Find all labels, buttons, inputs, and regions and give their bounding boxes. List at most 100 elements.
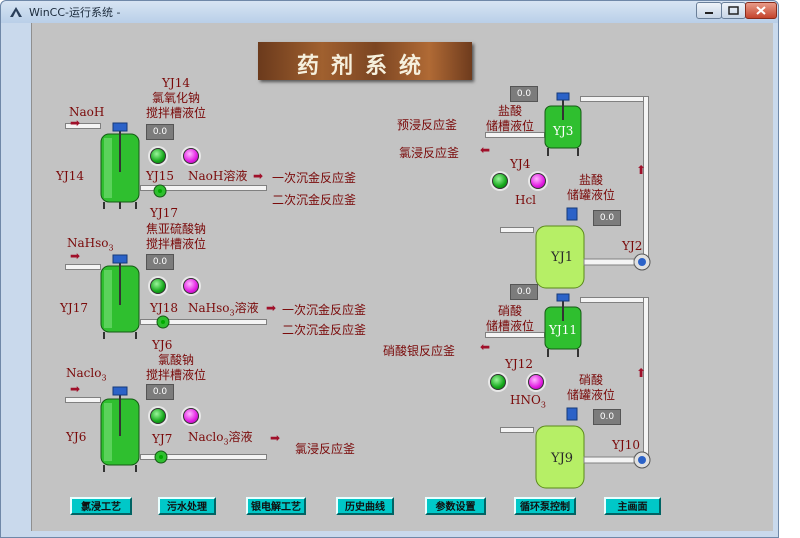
tank-yj14-label: YJ14 bbox=[56, 169, 85, 183]
naclo3-tank-title-1: 氯酸钠 bbox=[157, 353, 194, 367]
nav-circulation-pump-button[interactable]: 循环泵控制 bbox=[514, 497, 576, 515]
pump-yj18 bbox=[156, 315, 170, 329]
hno3-run-indicator[interactable] bbox=[490, 374, 506, 390]
hno3-tank-yj11-label: YJ11 bbox=[549, 323, 578, 337]
hcl-top-level-value: 0.0 bbox=[510, 86, 538, 102]
nahso3-out-arrow-icon: ➡ bbox=[266, 301, 277, 315]
nahso3-tank-title-1: 焦亚硫酸钠 bbox=[145, 222, 206, 236]
hcl-storage-tank-yj1 bbox=[535, 207, 585, 289]
minimize-icon bbox=[705, 12, 713, 14]
pump-yj4-label: YJ4 bbox=[510, 157, 531, 171]
naoh-level-value: 0.0 bbox=[146, 124, 174, 140]
hno3-store-title-2: 储罐液位 bbox=[566, 388, 615, 402]
pump-yj7-label: YJ7 bbox=[152, 432, 173, 446]
naclo3-inlet-arrow-icon: ➡ bbox=[70, 382, 81, 396]
nav-wastewater-button[interactable]: 污水处理 bbox=[158, 497, 216, 515]
hcl-tank-title-1: 盐酸 bbox=[497, 104, 522, 118]
hcl-stop-indicator[interactable] bbox=[530, 173, 546, 189]
circulation-pump-yj2 bbox=[583, 253, 651, 271]
hno3-store-level-value: 0.0 bbox=[593, 409, 621, 425]
pump-yj15-label: YJ15 bbox=[146, 169, 175, 183]
hno3-storage-tank-yj9 bbox=[535, 407, 585, 489]
naclo3-solution-label: Naclo3溶液 bbox=[188, 430, 253, 447]
nahso3-solution-label: NaHso3溶液 bbox=[188, 301, 259, 318]
hno3-tank-title-2: 储槽液位 bbox=[485, 319, 534, 333]
nahso3-inlet-label: NaHso3 bbox=[67, 236, 114, 253]
naoh-tank-title-1: 氯氧化钠 bbox=[151, 91, 200, 105]
pump-yj10-label: YJ10 bbox=[612, 438, 641, 452]
hno3-dest-silver: 硝酸银反应釜 bbox=[383, 344, 456, 358]
nahso3-stop-indicator[interactable] bbox=[183, 278, 199, 294]
system-title-banner: 药剂系统 bbox=[258, 42, 472, 80]
title-bar: WinCC-运行系统 - bbox=[1, 1, 778, 23]
pump-yj17-label: YJ17 bbox=[150, 206, 179, 220]
hcl-tank-yj3-label: YJ3 bbox=[553, 124, 574, 138]
naclo3-dest-1: 氯浸反应釜 bbox=[295, 442, 356, 456]
hcl-store-title-2: 储罐液位 bbox=[566, 188, 615, 202]
naclo3-run-indicator[interactable] bbox=[150, 408, 166, 424]
close-button[interactable] bbox=[745, 2, 777, 19]
naclo3-out-arrow-icon: ➡ bbox=[270, 431, 281, 445]
hcl-dest-chlorination: 氯浸反应釜 bbox=[399, 146, 460, 160]
hno3-return-arrow-icon: ⬆ bbox=[636, 366, 647, 380]
pump-yj7 bbox=[154, 450, 168, 464]
hno3-tank-title-1: 硝酸 bbox=[497, 304, 522, 318]
naoh-dest-1: 一次沉金反应釜 bbox=[272, 171, 357, 185]
hcl-chem-label: Hcl bbox=[515, 193, 537, 207]
naoh-dest-2: 二次沉金反应釜 bbox=[272, 193, 357, 207]
naclo3-inlet-label: Naclo3 bbox=[66, 366, 107, 383]
hno3-store-yj9-label: YJ9 bbox=[551, 451, 574, 466]
maximize-icon bbox=[728, 6, 739, 15]
nav-silver-electrolysis-button[interactable]: 银电解工艺 bbox=[246, 497, 306, 515]
naclo3-stop-indicator[interactable] bbox=[183, 408, 199, 424]
pump-yj17 bbox=[153, 184, 167, 198]
mixing-tank-yj14 bbox=[100, 122, 140, 209]
nav-main-screen-button[interactable]: 主画面 bbox=[604, 497, 661, 515]
window-title: WinCC-运行系统 - bbox=[29, 6, 121, 19]
pipe-hcl-store-inlet bbox=[500, 227, 534, 233]
naoh-out-arrow-icon: ➡ bbox=[253, 169, 264, 183]
hno3-stop-indicator[interactable] bbox=[528, 374, 544, 390]
pump-yj6-label: YJ6 bbox=[152, 338, 173, 352]
nahso3-dest-2: 二次沉金反应釜 bbox=[282, 323, 367, 337]
hno3-top-level-value: 0.0 bbox=[510, 284, 538, 300]
mixing-tank-yj17 bbox=[100, 254, 140, 339]
nahso3-dest-1: 一次沉金反应釜 bbox=[282, 303, 367, 317]
tank-yj6-label: YJ6 bbox=[66, 430, 87, 444]
naoh-solution-label: NaoH溶液 bbox=[188, 169, 248, 183]
hcl-out-arrow-icon: ⬅ bbox=[480, 143, 491, 157]
hcl-run-indicator[interactable] bbox=[492, 173, 508, 189]
naoh-run-indicator[interactable] bbox=[150, 148, 166, 164]
naoh-stop-indicator[interactable] bbox=[183, 148, 199, 164]
nav-history-trend-button[interactable]: 历史曲线 bbox=[336, 497, 394, 515]
hcl-day-tank-yj3 bbox=[544, 92, 582, 156]
hcl-store-yj1-label: YJ1 bbox=[551, 250, 574, 265]
naoh-inlet-label: NaoH bbox=[69, 105, 105, 119]
nav-parameters-button[interactable]: 参数设置 bbox=[425, 497, 486, 515]
pump-yj2-label: YJ2 bbox=[622, 239, 643, 253]
nahso3-inlet-arrow-icon: ➡ bbox=[70, 249, 81, 263]
pipe-hno3-store-inlet bbox=[500, 427, 534, 433]
nav-chlorination-button[interactable]: 氯浸工艺 bbox=[70, 497, 132, 515]
close-icon bbox=[756, 6, 766, 15]
naoh-inlet-arrow-icon: ➡ bbox=[70, 116, 81, 130]
naclo3-tank-title-2: 搅拌槽液位 bbox=[145, 368, 206, 382]
maximize-button[interactable] bbox=[721, 2, 746, 19]
nahso3-tank-title-2: 搅拌槽液位 bbox=[145, 237, 206, 251]
hcl-store-level-value: 0.0 bbox=[593, 210, 621, 226]
pump-yj12-label: YJ12 bbox=[505, 357, 534, 371]
mixing-tank-yj6 bbox=[100, 386, 140, 472]
hno3-day-tank-yj11 bbox=[544, 293, 582, 357]
pipe-naoh-outlet bbox=[140, 185, 267, 191]
hno3-out-arrow-icon: ⬅ bbox=[480, 340, 491, 354]
nahso3-run-indicator[interactable] bbox=[150, 278, 166, 294]
tank-yj17-label: YJ17 bbox=[60, 301, 89, 315]
pipe-naclo3-outlet bbox=[140, 454, 267, 460]
hno3-store-title-1: 硝酸 bbox=[578, 373, 603, 387]
pipe-naoh-inlet bbox=[65, 123, 101, 129]
nahso3-level-value: 0.0 bbox=[146, 254, 174, 270]
hcl-return-arrow-icon: ⬆ bbox=[636, 163, 647, 177]
hcl-tank-title-2: 储槽液位 bbox=[485, 119, 534, 133]
pipe-nahso3-inlet bbox=[65, 264, 101, 270]
